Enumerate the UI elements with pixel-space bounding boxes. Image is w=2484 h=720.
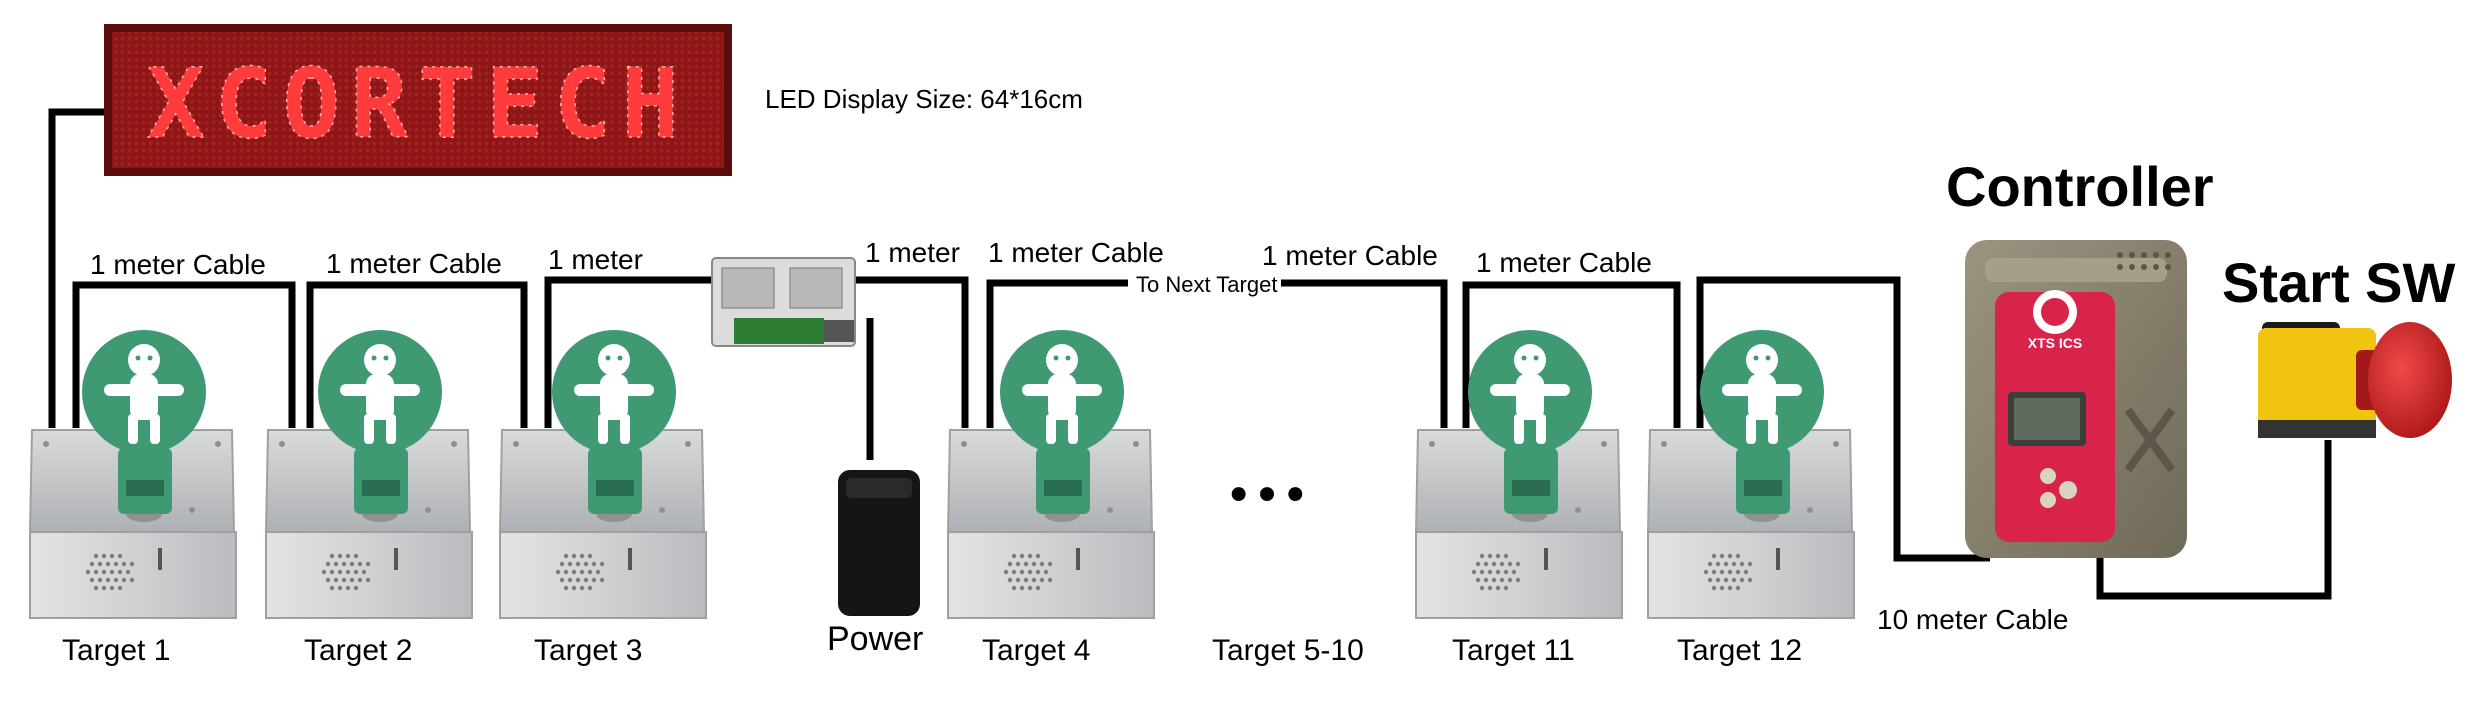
controller-brand: XTS ICS [2028,335,2082,351]
target-5-10-label: Target 5-10 [1212,634,1364,667]
wire-hub-t4 [855,276,969,428]
target-11-label: Target 11 [1452,634,1575,667]
cable-label-t1-t2: 1 meter Cable [90,249,266,280]
voodoo-figure-icon [340,344,420,444]
target-1-label: Target 1 [62,634,171,667]
target-switch [1776,548,1780,570]
target-unit [28,330,237,619]
voodoo-figure-icon [104,344,184,444]
speaker-grille-icon [1471,553,1521,591]
target-switch [1544,548,1548,570]
cable-label-controller: 10 meter Cable [1877,604,2069,635]
voodoo-figure-icon [1722,344,1802,444]
target-switch [1076,548,1080,570]
wire-t2-t3 [306,281,528,428]
led-brand-text: XCORTECH [147,48,689,160]
target-unit [1414,330,1623,619]
led-display: XCORTECH [104,24,732,176]
controller-title: Controller [1946,155,2214,218]
speaker-grille-icon [555,553,605,591]
cable-label-hub-t4: 1 meter [865,237,960,268]
power-label: Power [827,620,924,658]
targets-group [28,330,1855,619]
voodoo-figure-icon [574,344,654,444]
power-adapter [838,470,920,616]
wire-led-to-target1 [48,108,104,428]
target-unit [498,330,707,619]
wire-t12-controller [1696,276,1990,562]
cable-label-t2-t3: 1 meter Cable [326,248,502,279]
target-unit [946,330,1155,619]
voodoo-figure-icon [1490,344,1570,444]
target-body-front [1647,531,1855,619]
target-switch [628,548,632,570]
cable-label-t3-hub: 1 meter [548,244,643,275]
target-unit [1646,330,1855,619]
wire-t4-next [986,279,1128,428]
target-4-label: Target 4 [982,634,1091,667]
target-2-label: Target 2 [304,634,413,667]
start-switch [2258,322,2452,438]
network-hub [711,257,856,347]
target-3-label: Target 3 [534,634,643,667]
speaker-grille-icon [321,553,371,591]
target-unit [264,330,473,619]
wire-t11-t12 [1462,281,1681,428]
voodoo-figure-icon [1022,344,1102,444]
led-size-label: LED Display Size: 64*16cm [765,84,1083,114]
cable-label-t4-next: 1 meter Cable [988,237,1164,268]
target-body-front [499,531,707,619]
speaker-grille-icon [85,553,135,591]
wire-t3-hub [544,276,712,428]
wire-t1-t2 [72,281,296,428]
target-body-front [947,531,1155,619]
target-body-front [1415,531,1623,619]
wires [48,108,2332,600]
target-switch [394,548,398,570]
target-switch [158,548,162,570]
wire-controller-switch [2096,440,2332,600]
cable-label-prev-t11: 1 meter Cable [1262,240,1438,271]
wire-prev-t11 [1250,279,1448,428]
ellipsis-dots: ••• [1225,468,1310,524]
target-body-front [265,531,473,619]
target-12-label: Target 12 [1677,634,1803,667]
cable-label-t11-t12: 1 meter Cable [1476,247,1652,278]
controller-device: XTS ICS [1965,240,2187,558]
speaker-grille-icon [1703,553,1753,591]
to-next-target-label: To Next Target [1132,272,1282,298]
start-switch-title: Start SW [2222,251,2456,314]
speaker-grille-icon [1003,553,1053,591]
target-body-front [29,531,237,619]
